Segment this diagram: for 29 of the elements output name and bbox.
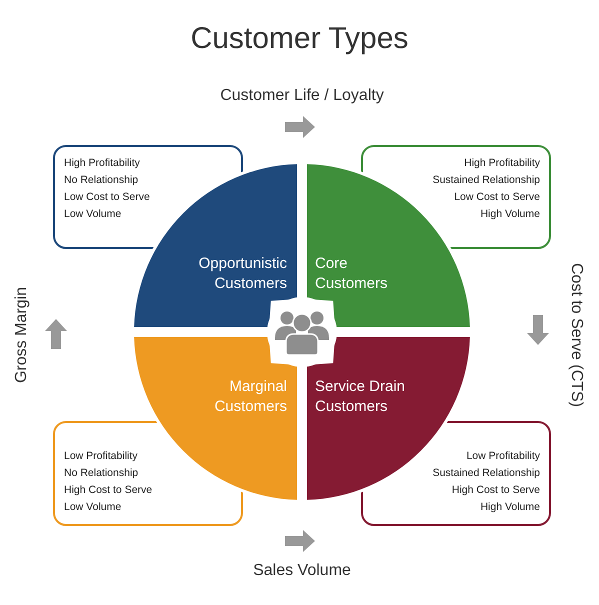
axis-label: Gross Margin xyxy=(13,286,31,384)
attribute-text: Low Profitability xyxy=(466,449,540,464)
segment-label: Marginal Customers xyxy=(213,377,287,417)
info-box xyxy=(53,421,243,526)
attribute-text: High Volume xyxy=(480,500,540,515)
attribute-text: Low Volume xyxy=(64,500,122,515)
segment-label: Opportunistic Customers xyxy=(198,254,287,294)
attribute-text: High Profitability xyxy=(64,156,140,171)
axis-label: Sales Volume xyxy=(253,562,351,580)
attribute-text: No Relationship xyxy=(64,466,138,481)
attribute-text: Low Profitability xyxy=(64,449,138,464)
info-box xyxy=(53,145,243,249)
attribute-text: High Profitability xyxy=(464,156,540,171)
attribute-text: Low Cost to Serve xyxy=(64,190,150,205)
attribute-text: High Cost to Serve xyxy=(64,483,152,498)
info-box xyxy=(361,421,551,526)
attribute-text: Sustained Relationship xyxy=(432,466,540,481)
axis-label: Customer Life / Loyalty xyxy=(220,87,384,105)
axis-label: Cost to Serve (CTS) xyxy=(567,262,585,408)
attribute-text: High Volume xyxy=(480,207,540,222)
info-box xyxy=(361,145,551,249)
segment-label: Core Customers xyxy=(315,254,389,294)
segment-label: Service Drain Customers xyxy=(315,377,406,417)
attribute-text: High Cost to Serve xyxy=(452,483,540,498)
attribute-text: Low Cost to Serve xyxy=(454,190,540,205)
attribute-text: Low Volume xyxy=(64,207,122,222)
title: Customer Types xyxy=(190,22,410,56)
attribute-text: No Relationship xyxy=(64,173,138,188)
attribute-text: Sustained Relationship xyxy=(432,173,540,188)
